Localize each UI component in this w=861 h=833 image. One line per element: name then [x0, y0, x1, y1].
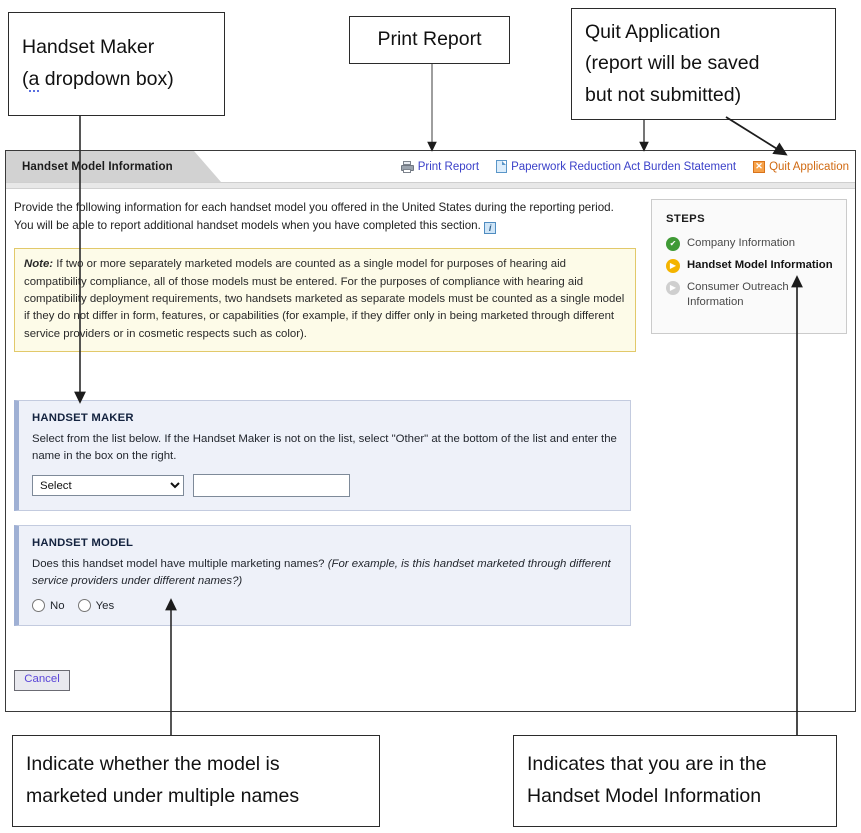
- form-sections: HANDSET MAKER Select from the list below…: [6, 399, 855, 627]
- step-label: Company Information: [687, 237, 795, 249]
- callout-line: Handset Model Information: [527, 785, 762, 807]
- radio-yes-label: Yes: [95, 599, 115, 612]
- handset-model-section: HANDSET MODEL Does this handset model ha…: [14, 525, 631, 627]
- printer-icon: [400, 160, 414, 173]
- step-handset-model-information[interactable]: ▶ Handset Model Information: [666, 258, 834, 274]
- step-label: Consumer Outreach Information: [687, 281, 789, 309]
- close-box-icon: ✕: [753, 160, 766, 173]
- note-text: If two or more separately marketed model…: [24, 258, 625, 340]
- radio-yes-input[interactable]: [77, 599, 91, 613]
- callout-line: Indicates that you are in the: [527, 753, 767, 776]
- paperwork-reduction-act-link[interactable]: Paperwork Reduction Act Burden Statement: [496, 160, 736, 173]
- handset-maker-description: Select from the list below. If the Hands…: [32, 432, 617, 462]
- handset-maker-title: HANDSET MAKER: [32, 411, 134, 424]
- radio-yes-option[interactable]: Yes: [77, 599, 115, 613]
- form-footer: Cancel: [6, 669, 855, 691]
- handset-maker-section: HANDSET MAKER Select from the list below…: [14, 399, 631, 512]
- callout-line: Indicate whether the model is: [26, 753, 280, 776]
- intro-paragraph: Provide the following information for ea…: [14, 201, 614, 232]
- step-current-icon: ▶: [666, 259, 680, 274]
- arrow-quit-application: [725, 116, 788, 156]
- callout-quit-application: Quit Application (report will be saved b…: [571, 8, 836, 120]
- step-complete-icon: ✔: [666, 237, 680, 251]
- multiple-names-radio-group: No Yes: [32, 599, 617, 613]
- quit-application-link[interactable]: ✕ Quit Application: [753, 160, 849, 173]
- callout-rest: dropdown box): [39, 68, 174, 90]
- paperwork-label: Paperwork Reduction Act Burden Statement: [511, 160, 737, 173]
- handset-maker-select[interactable]: Select: [32, 475, 184, 497]
- callout-line: Handset Maker: [22, 36, 155, 59]
- radio-no-input[interactable]: [32, 599, 45, 613]
- note-box: Note: If two or more separately marketed…: [14, 248, 636, 352]
- quit-application-label: Quit Application: [769, 160, 849, 173]
- callout-steps-indicator: Indicates that you are in the Handset Mo…: [513, 735, 837, 827]
- callout-handset-maker: Handset Maker (a dropdown box): [8, 12, 225, 116]
- tab-handset-model-information[interactable]: Handset Model Information: [6, 151, 221, 182]
- callout-marked-word: a: [28, 68, 40, 92]
- step-pending-icon: ▶: [666, 281, 680, 296]
- callout-handset-model: Indicate whether the model is marketed u…: [12, 735, 380, 827]
- callout-line: (a dropdown box): [9, 64, 224, 96]
- info-icon[interactable]: i: [484, 222, 497, 235]
- handset-maker-other-input[interactable]: [193, 474, 350, 498]
- note-label: Note:: [24, 258, 54, 271]
- radio-no-label: No: [50, 599, 65, 612]
- application-window: Handset Model Information Print Report P…: [5, 150, 856, 712]
- print-report-label: Print Report: [417, 160, 480, 173]
- tab-label: Handset Model Information: [22, 160, 173, 173]
- app-header: Handset Model Information Print Report P…: [6, 151, 855, 183]
- handset-model-question: Does this handset model have multiple ma…: [32, 556, 617, 590]
- step-label: Handset Model Information: [687, 259, 833, 272]
- app-body: Provide the following information for ea…: [6, 189, 855, 352]
- document-icon: [496, 160, 508, 173]
- callout-line: (report will be saved: [585, 52, 760, 75]
- callout-paren: (: [22, 68, 29, 90]
- callout-line: marketed under multiple names: [26, 785, 300, 807]
- callout-print-report: Print Report: [349, 16, 510, 64]
- handset-model-title: HANDSET MODEL: [32, 537, 134, 550]
- right-column: STEPS ✔ Company Information ▶ Handset Mo…: [651, 199, 847, 352]
- handset-maker-fields: Select: [32, 474, 617, 498]
- cancel-button[interactable]: Cancel: [14, 669, 70, 691]
- intro-text: Provide the following information for ea…: [14, 199, 636, 235]
- header-divider: [6, 183, 855, 189]
- callout-line: but not submitted): [585, 83, 742, 106]
- callout-line: Print Report: [377, 28, 482, 51]
- steps-panel: STEPS ✔ Company Information ▶ Handset Mo…: [651, 199, 847, 335]
- header-links: Print Report Paperwork Reduction Act Bur…: [400, 151, 849, 182]
- step-company-information[interactable]: ✔ Company Information: [666, 236, 834, 251]
- print-report-link[interactable]: Print Report: [400, 160, 480, 173]
- steps-title: STEPS: [666, 213, 706, 225]
- question-example: (For example, is this handset marketed t…: [32, 558, 611, 588]
- callout-line: Quit Application: [585, 20, 721, 43]
- left-column: Provide the following information for ea…: [14, 199, 641, 352]
- step-consumer-outreach-information[interactable]: ▶ Consumer Outreach Information: [666, 280, 834, 310]
- question-text: Does this handset model have multiple ma…: [32, 558, 328, 571]
- radio-no-option[interactable]: No: [32, 599, 65, 613]
